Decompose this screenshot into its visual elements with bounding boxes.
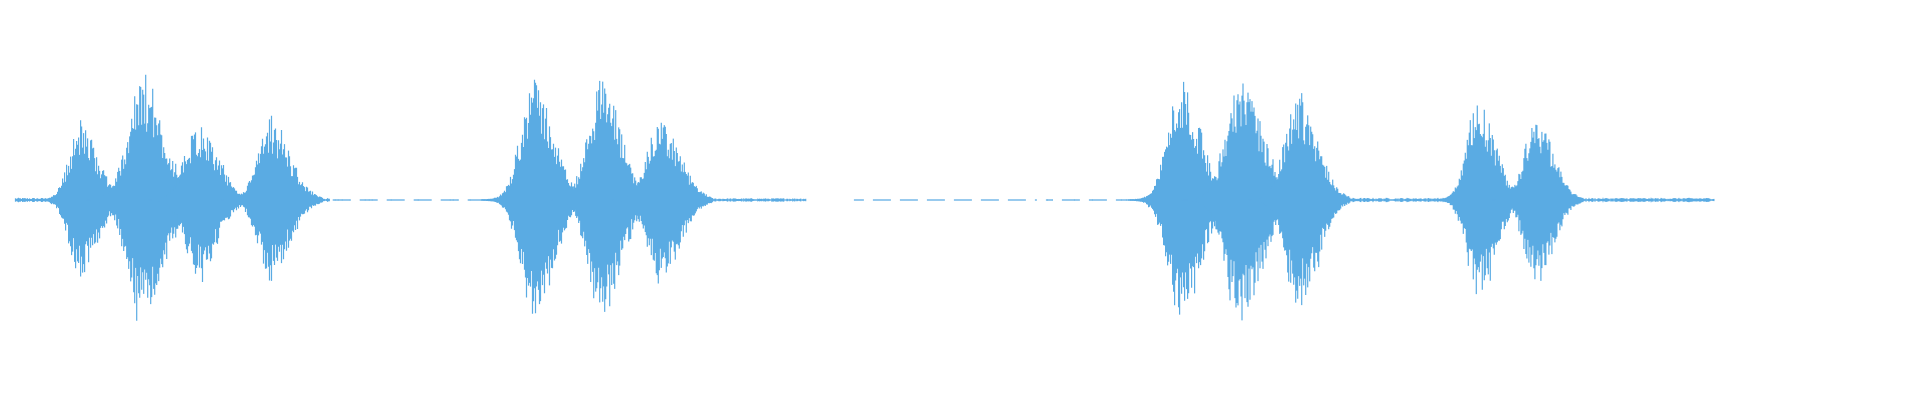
waveform-noise-segment [853, 199, 1037, 201]
waveform-burst-7 [607, 122, 713, 284]
waveform-burst-10 [1245, 93, 1351, 306]
waveform-noise-segment [332, 199, 486, 201]
waveform-burst-12 [1489, 124, 1583, 281]
waveform-bursts [34, 74, 1583, 321]
waveform-burst-4 [217, 115, 324, 281]
